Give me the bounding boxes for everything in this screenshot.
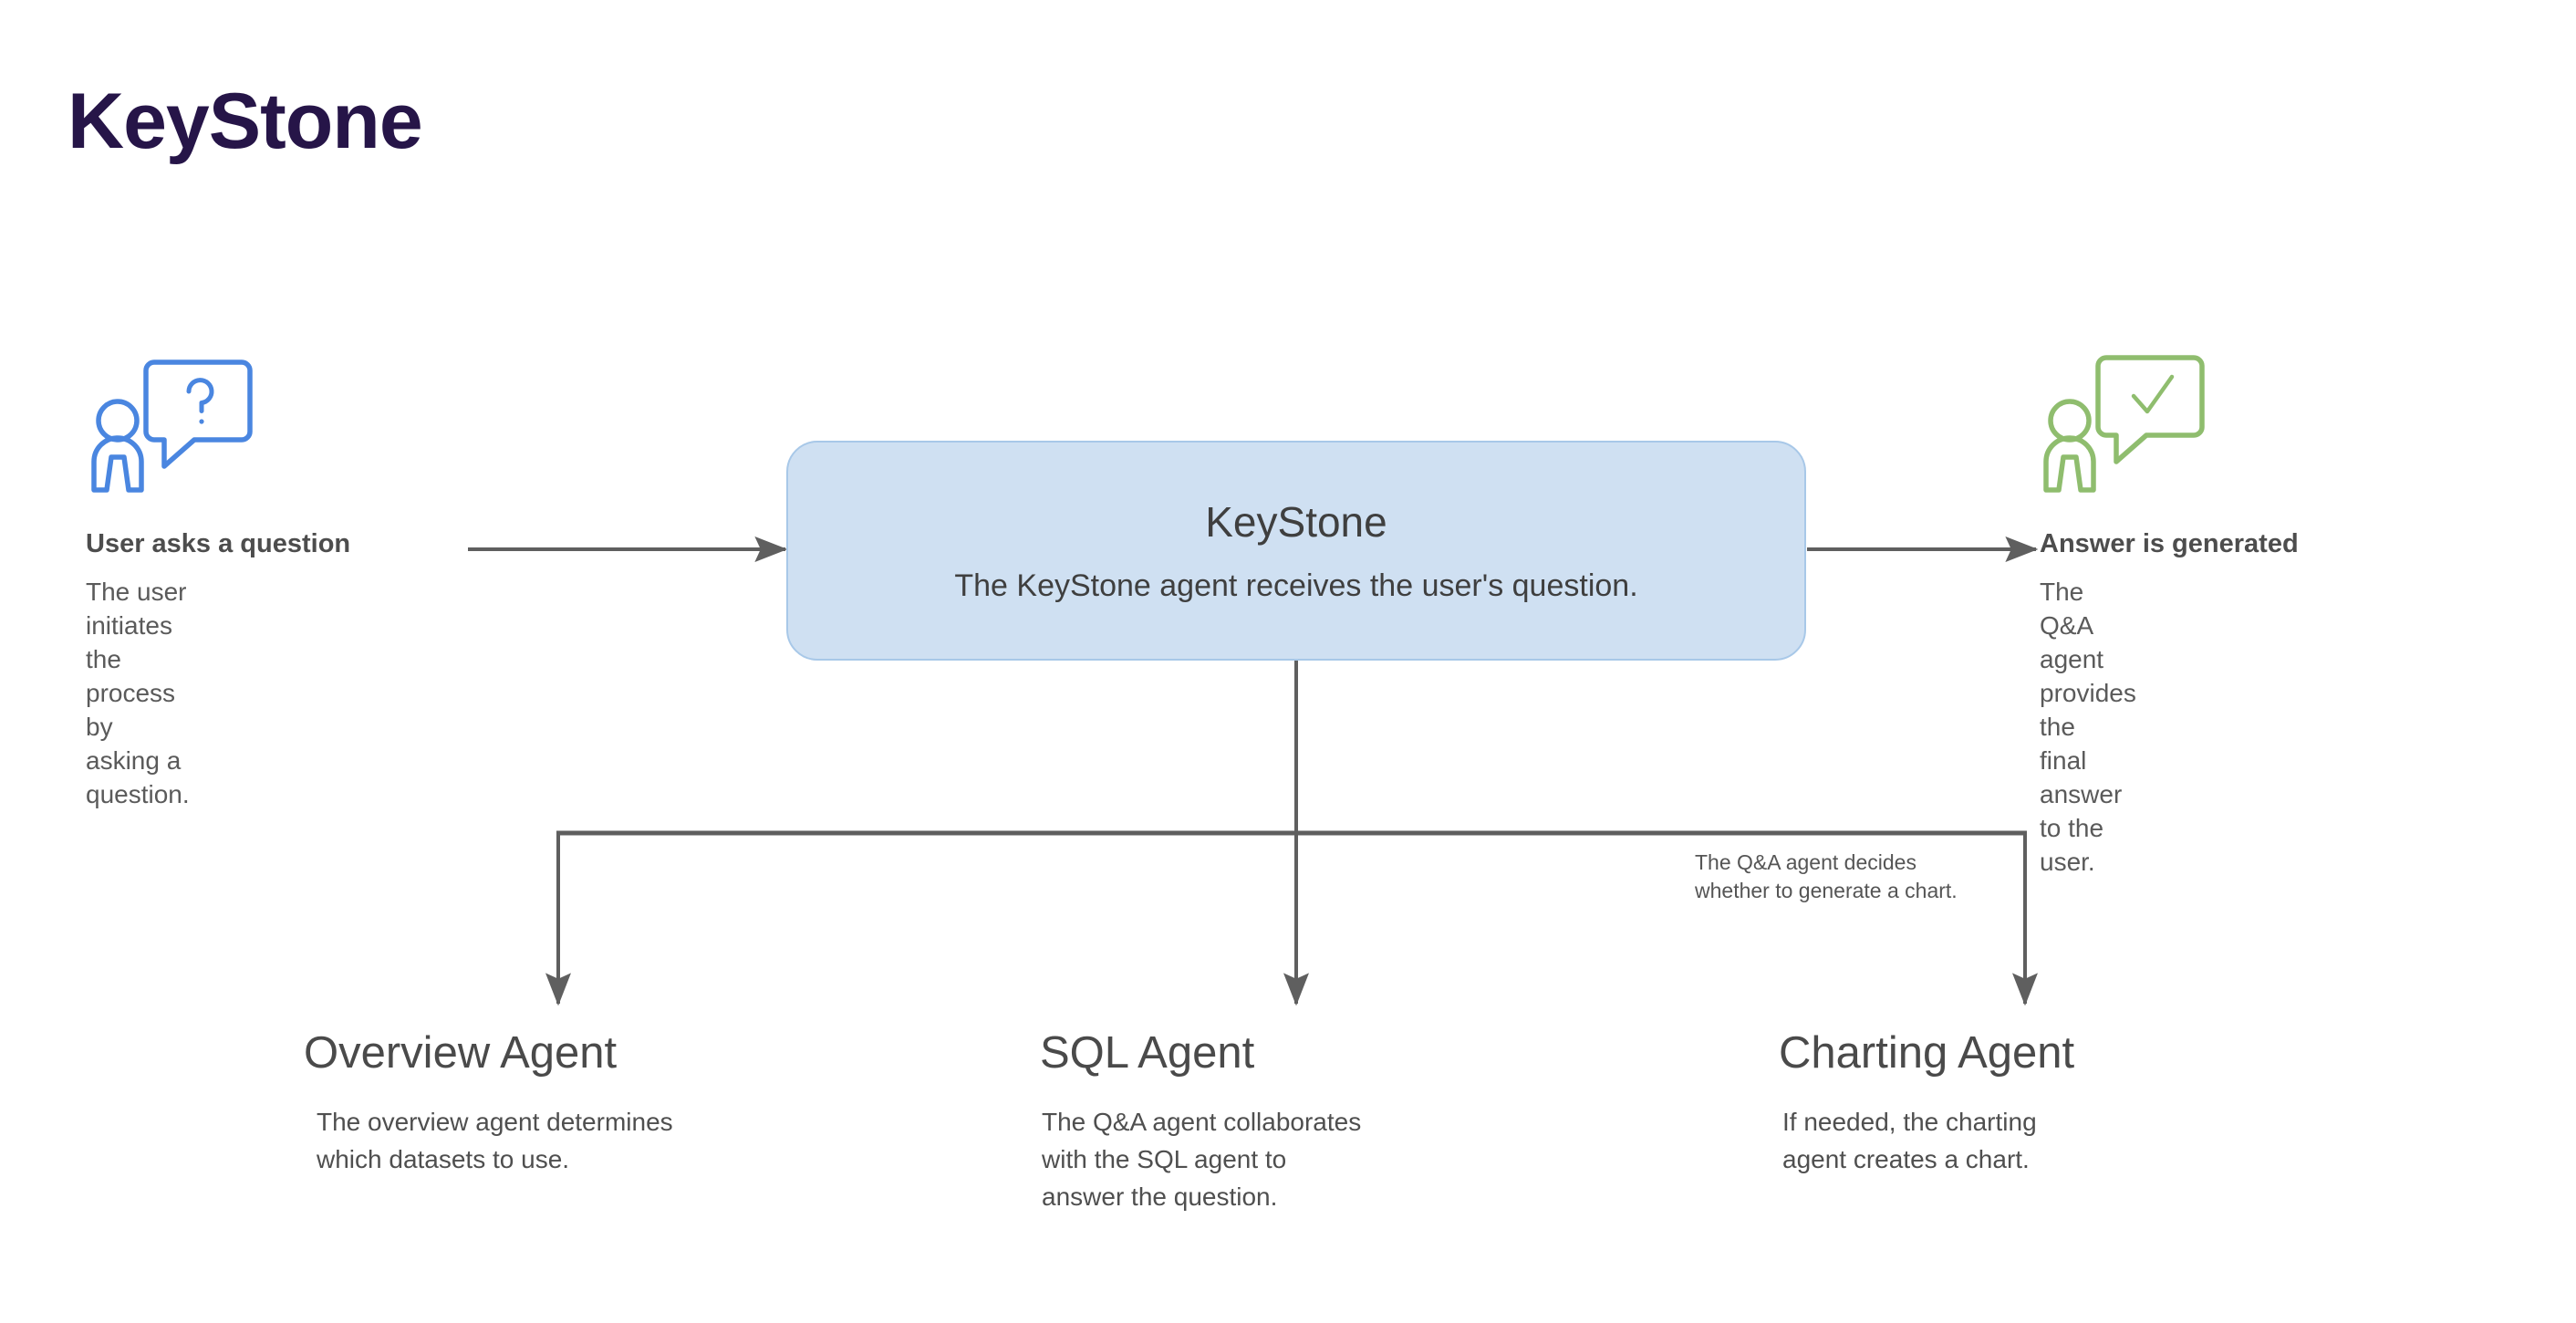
keystone-node[interactable]: KeyStone The KeyStone agent receives the… (786, 441, 1806, 661)
flow-end-description: The Q&A agent provides the final answer … (2040, 578, 2136, 876)
agent-sql-description: The Q&A agent collaborates with the SQL … (1042, 1108, 1362, 1211)
agent-node-overview[interactable]: Overview Agent The overview agent determ… (304, 1031, 673, 1179)
agent-node-sql[interactable]: SQL Agent The Q&A agent collaborates wit… (1040, 1031, 1361, 1216)
agent-sql-title: SQL Agent (1040, 1028, 1255, 1078)
agent-charting-title: Charting Agent (1779, 1028, 2075, 1078)
agent-overview-description: The overview agent determines which data… (317, 1108, 673, 1173)
keystone-node-description: The KeyStone agent receives the user's q… (954, 568, 1638, 603)
agent-node-charting[interactable]: Charting Agent If needed, the charting a… (1779, 1031, 2074, 1179)
flow-start-title: User asks a question (86, 529, 351, 558)
agent-overview-title: Overview Agent (304, 1028, 618, 1078)
agent-charting-description: If needed, the charting agent creates a … (1782, 1108, 2037, 1173)
flow-start-description: The user initiates the process by asking… (86, 578, 190, 808)
user-answer-icon (2040, 354, 2213, 514)
branch-annotation-label: The Q&A agent decides whether to generat… (1695, 850, 1958, 902)
keystone-node-title: KeyStone (1205, 497, 1387, 546)
page-title: KeyStone (68, 78, 423, 165)
flow-end-title: Answer is generated (2040, 529, 2299, 558)
user-question-icon (88, 354, 261, 514)
